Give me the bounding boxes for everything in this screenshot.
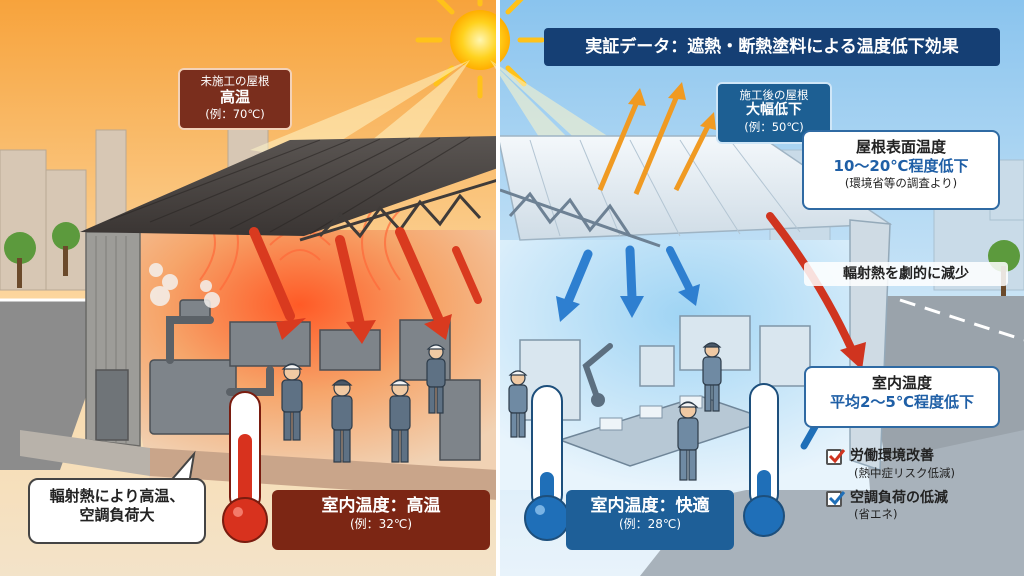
hot-factory bbox=[20, 136, 499, 543]
untreated-roof-callout: 未施工の屋根 高温 (例：70℃) bbox=[178, 68, 292, 130]
dark-roof bbox=[80, 136, 498, 236]
heat-arrows bbox=[249, 227, 482, 344]
hot-condition-caption: 輻射熱により高温、 空調負荷大 bbox=[28, 478, 206, 544]
cool-arrows bbox=[556, 245, 700, 322]
checkbox-checked-icon bbox=[826, 490, 846, 507]
hot-indoor-status: 室内温度：高温 (例：32℃) bbox=[272, 490, 490, 550]
treated-roof-callout: 施工後の屋根 大幅低下 (例：50℃) bbox=[716, 82, 832, 144]
indoor-temperature-box: 室内温度 平均2〜5℃程度低下 bbox=[804, 366, 1000, 428]
factory-door bbox=[95, 369, 129, 441]
center-divider bbox=[496, 0, 500, 576]
hot-thermometer bbox=[222, 391, 268, 543]
benefit-item: 空調負荷の低減 (省エネ) bbox=[826, 490, 1006, 522]
cool-thermometer bbox=[524, 385, 570, 541]
hot-workers bbox=[281, 344, 446, 463]
page-title: 実証データ：遮熱・断熱塗料による温度低下効果 bbox=[544, 28, 1000, 66]
roof-surface-temperature-box: 屋根表面温度 10〜20℃程度低下 (環境省等の調査より) bbox=[802, 130, 1000, 210]
benefits-list: 労働環境改善 (熱中症リスク低減) 空調負荷の低減 (省エネ) bbox=[826, 448, 1006, 552]
checkbox-checked-icon bbox=[826, 449, 846, 465]
radiation-reduction-note: 輻射熱を劇的に減少 bbox=[804, 262, 1008, 286]
cool-workers bbox=[508, 342, 722, 481]
robot-arm bbox=[582, 343, 613, 403]
benefit-item: 労働環境改善 (熱中症リスク低減) bbox=[826, 448, 1006, 480]
cool-indoor-status: 室内温度：快適 (例：28℃) bbox=[566, 490, 734, 550]
reflected-arrows bbox=[597, 97, 711, 195]
cool-thermometer-secondary bbox=[743, 383, 785, 537]
